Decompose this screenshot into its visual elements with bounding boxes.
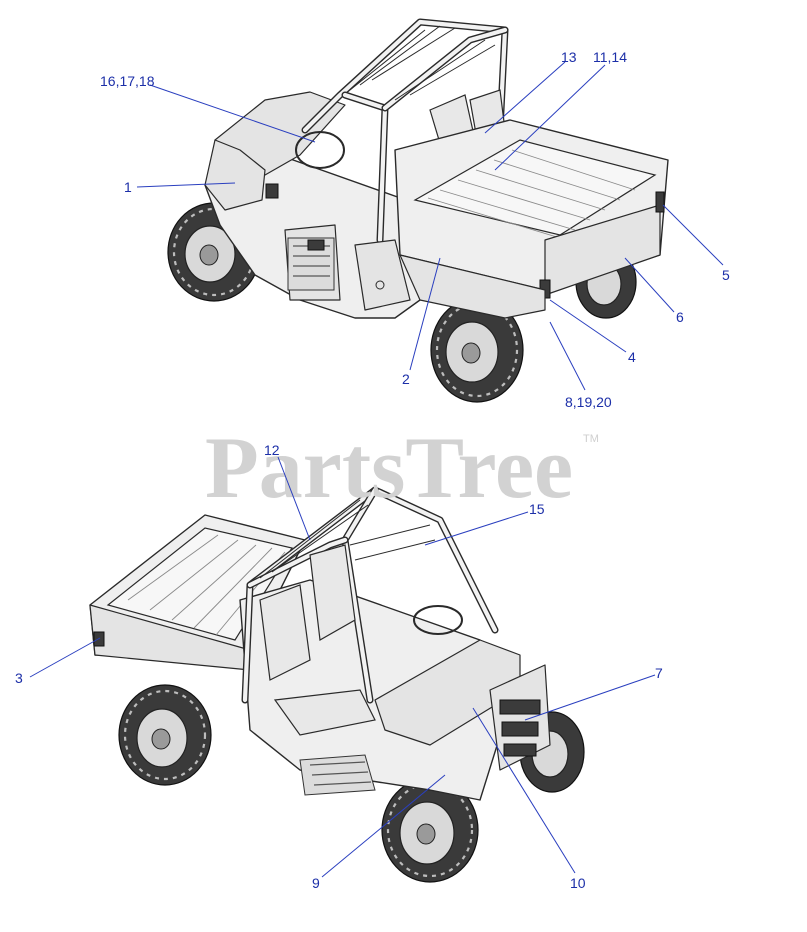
callout-6: 6 bbox=[676, 309, 684, 325]
callout-5: 5 bbox=[722, 267, 730, 283]
leader-10 bbox=[472, 707, 576, 874]
callout-13: 13 bbox=[561, 49, 577, 65]
wheel-bottom-rear-left bbox=[118, 684, 212, 786]
wheel-bottom-front-left bbox=[381, 777, 479, 883]
leader-5 bbox=[662, 204, 724, 266]
callout-15: 15 bbox=[529, 501, 545, 517]
leader-lines bbox=[29, 61, 724, 878]
leader-7 bbox=[524, 674, 656, 721]
callout-11-14: 11,14 bbox=[593, 49, 627, 65]
leader-1 bbox=[136, 182, 236, 188]
leader-4 bbox=[549, 299, 627, 353]
leader-3 bbox=[29, 637, 101, 678]
callout-2: 2 bbox=[402, 371, 410, 387]
callout-1: 1 bbox=[124, 179, 132, 195]
callout-7: 7 bbox=[655, 665, 663, 681]
vehicle-top-view bbox=[167, 18, 669, 403]
callout-labels: 16,17,18 1 13 11,14 5 6 4 8,19,20 2 12 1… bbox=[15, 49, 730, 891]
leader-16-17-18 bbox=[149, 84, 316, 143]
callout-16-17-18: 16,17,18 bbox=[100, 73, 155, 89]
parts-tree-watermark: PartsTree TM bbox=[205, 420, 599, 517]
watermark-brand: PartsTree bbox=[205, 420, 573, 517]
callout-10: 10 bbox=[570, 875, 586, 891]
watermark-trademark: TM bbox=[583, 433, 599, 445]
leader-12 bbox=[277, 456, 311, 541]
leader-2 bbox=[409, 257, 441, 371]
callout-12: 12 bbox=[264, 442, 280, 458]
callout-4: 4 bbox=[628, 349, 636, 365]
leader-9 bbox=[321, 774, 446, 878]
callout-8-19-20: 8,19,20 bbox=[565, 394, 612, 410]
vehicle-bottom-view bbox=[89, 486, 585, 883]
leader-8-19-20 bbox=[549, 321, 586, 391]
callout-9: 9 bbox=[312, 875, 320, 891]
callout-3: 3 bbox=[15, 670, 23, 686]
leader-15 bbox=[424, 511, 529, 546]
wheel-top-rear-left bbox=[430, 297, 524, 403]
leader-6 bbox=[624, 257, 675, 313]
leader-13 bbox=[484, 61, 566, 134]
leader-11-14 bbox=[494, 64, 606, 171]
